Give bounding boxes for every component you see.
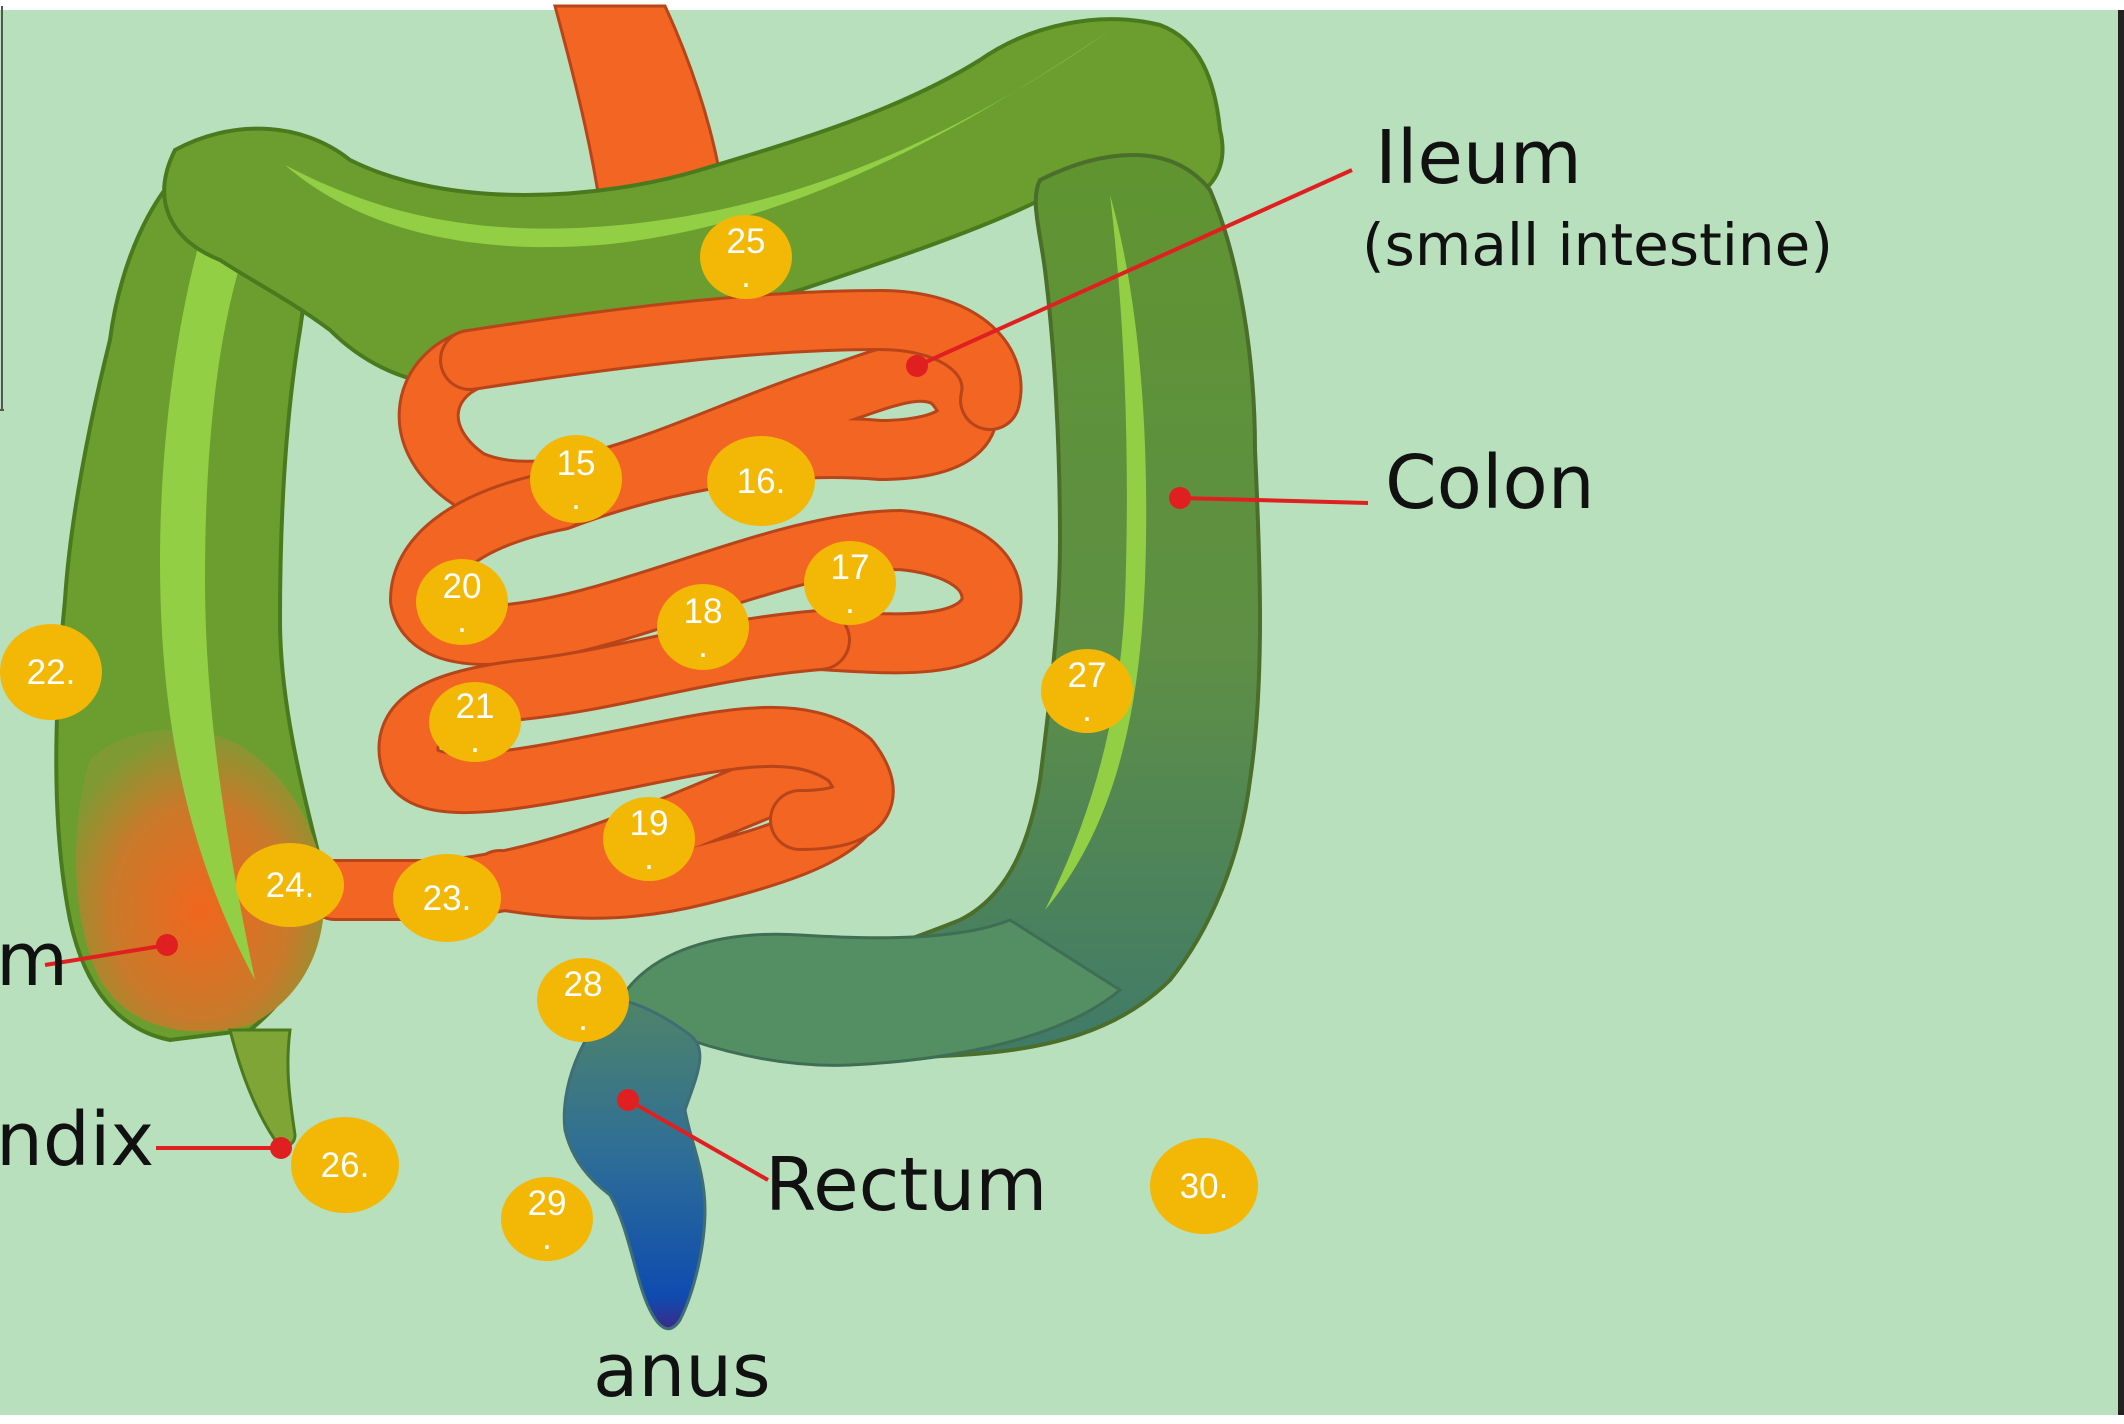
badge-number: 24.: [266, 866, 315, 905]
label-rectum: Rectum: [765, 1142, 1047, 1228]
badge-dot: .: [698, 626, 708, 665]
badge-dot: .: [457, 601, 467, 640]
answer-badge: 26.: [291, 1117, 399, 1213]
label-appendix-fragment: ndix: [0, 1097, 154, 1183]
badge-dot: .: [1082, 690, 1092, 729]
rectum-pointer-dot: [617, 1089, 639, 1111]
badge-dot: .: [741, 256, 751, 295]
answer-badge: 25.: [700, 215, 792, 299]
colon-pointer-dot: [1169, 487, 1191, 509]
answer-badge: 23.: [393, 854, 501, 942]
label-ileum-subtitle: (small intestine): [1362, 211, 1833, 279]
answer-badge: 28.: [537, 958, 629, 1042]
right-edge-bar: [2118, 6, 2124, 1419]
badge-dot: .: [571, 478, 581, 517]
badge-dot: .: [542, 1218, 552, 1257]
answer-badge: 16.: [707, 436, 815, 526]
label-ileum: Ileum: [1375, 115, 1582, 201]
ileum-pointer-dot: [906, 355, 928, 377]
badge-number: 22.: [27, 653, 76, 692]
badge-number: 23.: [423, 879, 472, 918]
label-anus: anus: [593, 1328, 771, 1414]
answer-badge: 20.: [416, 559, 508, 645]
answer-badge: 27.: [1041, 649, 1133, 733]
appendix-pointer-dot: [270, 1137, 292, 1159]
badge-dot: .: [644, 838, 654, 877]
badge-dot: .: [845, 582, 855, 621]
answer-badge: 15.: [530, 435, 622, 523]
label-colon: Colon: [1385, 440, 1595, 526]
answer-badge: 17.: [804, 541, 896, 625]
answer-badge: 21.: [429, 682, 521, 762]
cecum-pointer-dot: [156, 934, 178, 956]
label-cecum-fragment: m: [0, 917, 68, 1003]
answer-badge: 24.: [236, 843, 344, 927]
answer-badge: 22.: [0, 624, 102, 720]
badge-number: 16.: [737, 462, 786, 501]
answer-badge: 29.: [501, 1177, 593, 1261]
badge-dot: .: [470, 721, 480, 760]
answer-badge: 18.: [657, 584, 749, 670]
badge-number: 26.: [321, 1146, 370, 1185]
badge-dot: .: [578, 999, 588, 1038]
answer-badge: 30.: [1150, 1138, 1258, 1234]
answer-badge: 19.: [603, 797, 695, 881]
badge-number: 30.: [1180, 1167, 1229, 1206]
